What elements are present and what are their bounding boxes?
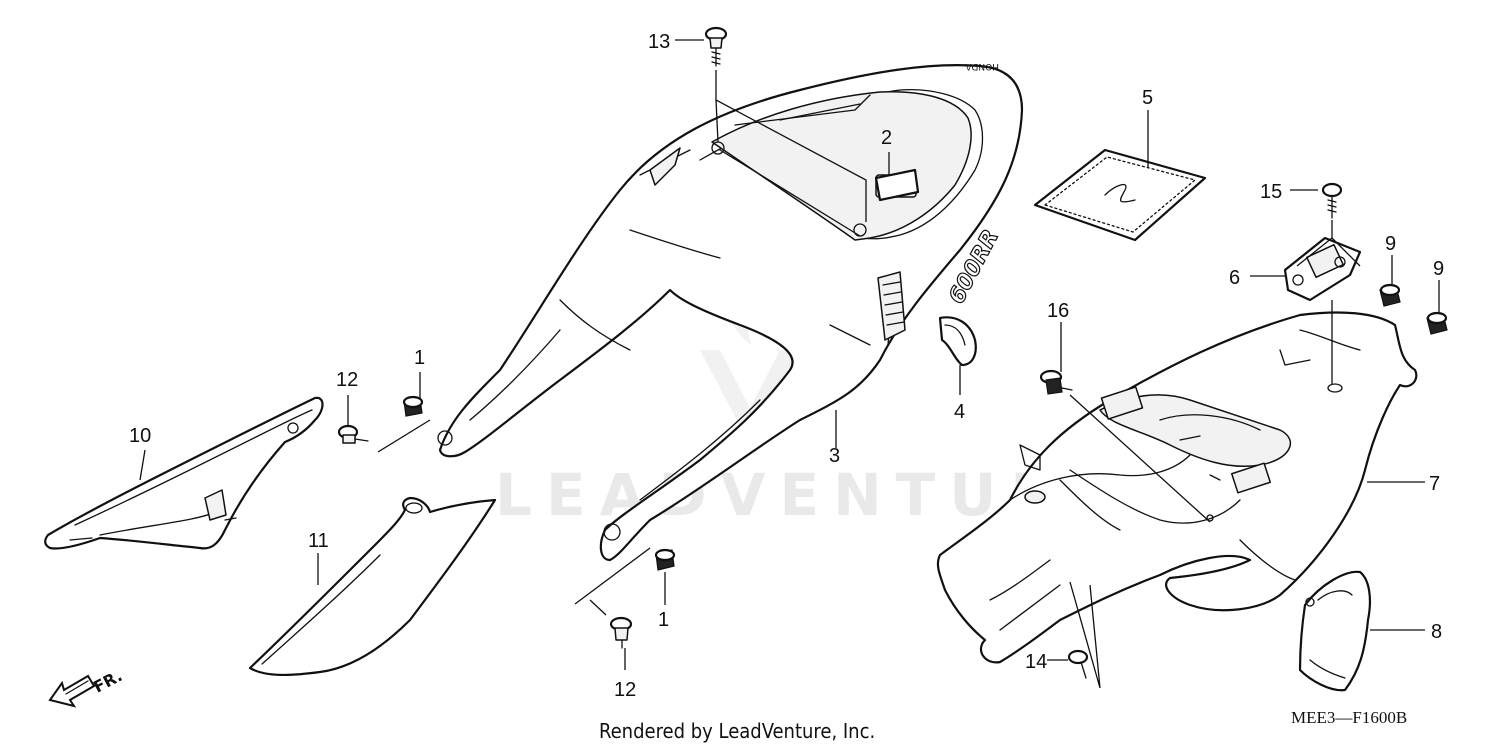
callout-10[interactable]: 10: [129, 425, 151, 447]
part-15-bolt[interactable]: [1321, 182, 1343, 219]
callout-8[interactable]: 8: [1431, 621, 1442, 643]
callout-15[interactable]: 15: [1260, 181, 1282, 203]
callouts: 13 2 5 15 6 9 9 16 4 3 7 8 14 1 1 12 12 …: [129, 31, 1444, 701]
callout-4[interactable]: 4: [954, 401, 965, 423]
part-2-pad[interactable]: [874, 168, 920, 202]
callout-11[interactable]: 11: [308, 530, 329, 552]
part-5-mat[interactable]: [1033, 148, 1207, 242]
front-label: FR.: [90, 666, 125, 697]
leader-lines: [139, 39, 1440, 689]
callout-12a[interactable]: 12: [336, 369, 358, 391]
callout-2[interactable]: 2: [881, 127, 892, 149]
part-4-rubber[interactable]: [938, 316, 977, 367]
part-11-side-panel[interactable]: [248, 496, 497, 677]
part-9-grommet-a[interactable]: [1379, 283, 1401, 307]
rendered-by-footer: Rendered by LeadVenture, Inc.: [599, 719, 875, 743]
callout-5[interactable]: 5: [1142, 87, 1153, 109]
part-6-bracket[interactable]: [1283, 236, 1362, 302]
callout-13[interactable]: 13: [648, 31, 670, 53]
callout-1a[interactable]: 1: [414, 347, 425, 369]
part-16-bolt[interactable]: [1039, 369, 1073, 395]
diagram-code: MEE3—F1600B: [1291, 708, 1407, 727]
callout-6[interactable]: 6: [1229, 267, 1240, 289]
part-7-undertray[interactable]: [936, 311, 1418, 664]
part-9-grommet-b[interactable]: [1426, 311, 1448, 335]
callout-9a[interactable]: 9: [1385, 233, 1396, 255]
part-1-grommet-a[interactable]: [402, 395, 424, 417]
callout-14[interactable]: 14: [1025, 651, 1047, 673]
callout-12b[interactable]: 12: [614, 679, 636, 701]
part-8-cover[interactable]: [1298, 570, 1371, 692]
part-13-bolt[interactable]: [704, 26, 728, 67]
part-10-side-bracket[interactable]: [44, 396, 324, 550]
callout-16[interactable]: 16: [1047, 300, 1069, 322]
front-direction-indicator: FR.: [48, 666, 125, 708]
cowl-logo-text: HONDA: [965, 61, 999, 71]
callout-9b[interactable]: 9: [1433, 258, 1444, 280]
part-14-bolt[interactable]: [1067, 649, 1089, 679]
part-1-grommet-b[interactable]: [654, 548, 676, 571]
callout-7[interactable]: 7: [1429, 473, 1440, 495]
callout-3[interactable]: 3: [829, 445, 840, 467]
part-12-bolt-b[interactable]: [609, 616, 633, 649]
callout-1b[interactable]: 1: [658, 609, 669, 631]
part-12-bolt-a[interactable]: [337, 424, 369, 444]
